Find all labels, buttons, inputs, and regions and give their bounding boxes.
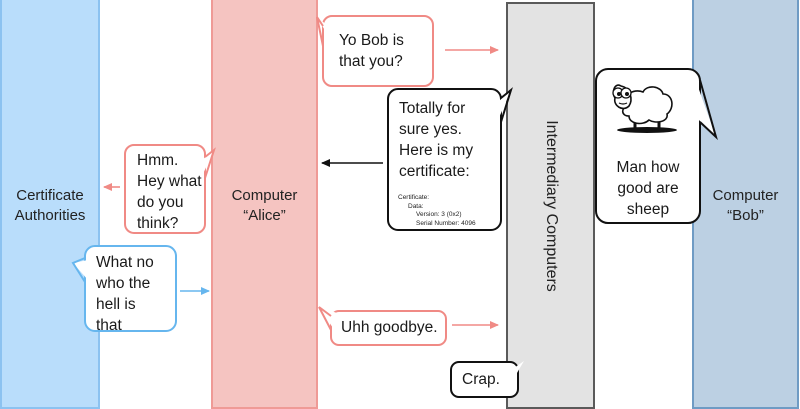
hmm-line-4: think?: [137, 215, 179, 232]
cert-line-1: Certificate:: [398, 194, 430, 201]
cert-line-4: Serial Number: 4096: [416, 219, 476, 227]
what-no-text: What no who the hell is that: [96, 252, 154, 336]
bubble-hmm: [124, 144, 216, 234]
bubble-yo-bob: [316, 15, 434, 87]
sheep-text: Man how good are sheep: [596, 157, 700, 220]
hmm-line-3: do you: [137, 194, 184, 211]
alice-label-line-2: “Alice”: [243, 207, 286, 224]
hmm-line-1: Hmm.: [137, 152, 179, 169]
hmm-text: Hmm. Hey what do you think?: [137, 150, 202, 234]
bob-label: Computer “Bob”: [694, 186, 797, 226]
hmm-line-2: Hey what: [137, 173, 202, 190]
totally-line-3: Here is my: [399, 142, 474, 159]
crap-text: Crap.: [462, 371, 500, 388]
certificate-authorities-label: Certificate Authorities: [2, 186, 98, 226]
sheep-line-3: sheep: [626, 201, 670, 218]
column-certificate-authorities: Certificate Authorities: [0, 0, 100, 409]
bubble-uhh-goodbye: [318, 306, 447, 346]
column-alice: Computer “Alice”: [211, 0, 318, 409]
bubble-crap: [450, 361, 524, 398]
what-no-line-1: What no: [96, 254, 154, 271]
totally-line-2: sure yes.: [399, 121, 462, 138]
sheep-line-2: good are: [617, 180, 679, 197]
column-intermediary-computers: Intermediary Computers: [506, 2, 595, 409]
sheep-line-1: Man how: [616, 159, 680, 176]
certificate-details: Certificate: Data: Version: 3 (0x2) Seri…: [398, 194, 476, 228]
alice-label-line-1: Computer: [231, 187, 298, 204]
totally-line-1: Totally for: [399, 100, 466, 117]
uhh-goodbye-text: Uhh goodbye.: [341, 319, 438, 336]
yo-bob-line-1: Yo Bob is: [339, 32, 404, 49]
bob-label-line-1: Computer: [712, 187, 779, 204]
what-no-line-4: that: [96, 317, 122, 334]
bubble-totally: [387, 87, 513, 231]
cert-line-2: Data:: [408, 202, 424, 210]
totally-line-4: certificate:: [399, 163, 470, 180]
ca-label-line-1: Certificate: [16, 187, 84, 204]
ca-label-line-2: Authorities: [14, 207, 86, 224]
yo-bob-line-2: that you?: [339, 53, 403, 70]
bubble-what-no: [71, 245, 177, 332]
yo-bob-text: Yo Bob is that you?: [339, 30, 404, 72]
totally-text: Totally for sure yes. Here is my certifi…: [399, 98, 473, 182]
alice-label: Computer “Alice”: [213, 186, 316, 226]
bob-label-line-2: “Bob”: [727, 207, 764, 224]
what-no-line-3: hell is: [96, 296, 136, 313]
what-no-line-2: who the: [96, 275, 151, 292]
sheep-icon: [612, 84, 677, 133]
cert-line-3: Version: 3 (0x2): [416, 211, 462, 218]
